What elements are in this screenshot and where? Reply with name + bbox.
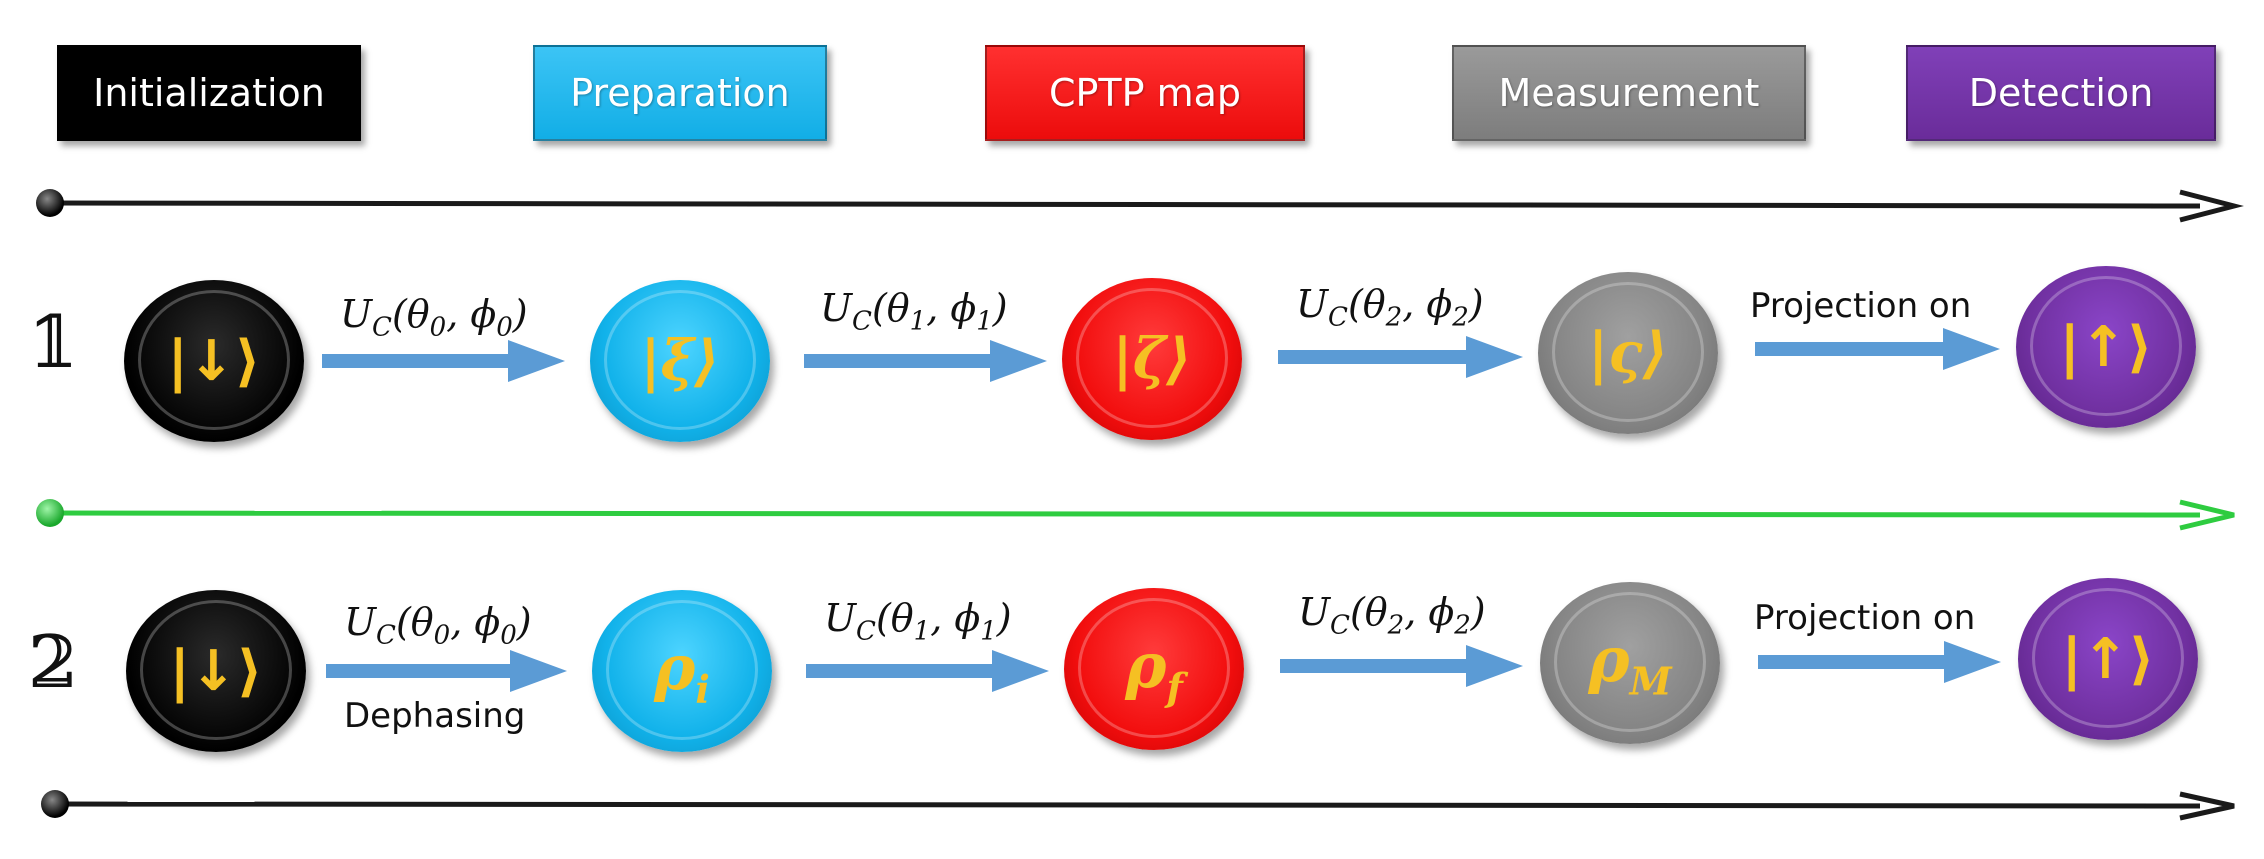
row2-operation-1: UC(θ0, ϕ0) <box>344 600 532 651</box>
row1-operation-2: UC(θ1, ϕ1) <box>820 286 1008 337</box>
row1-projection-label: Projection on <box>1750 286 1972 326</box>
row2-node-rho-m: ρM <box>1540 582 1720 744</box>
row2-arrow-4 <box>1758 641 2001 683</box>
stage-label: Preparation <box>570 71 790 115</box>
node-symbol: |ς⟩ <box>1587 320 1669 386</box>
stage-cptp-map: CPTP map <box>985 45 1305 141</box>
row1-node-initial-spin-down: |↓⟩ <box>124 280 304 442</box>
stage-label: Initialization <box>93 71 325 115</box>
stage-detection: Detection <box>1906 45 2216 141</box>
row1-operation-3: UC(θ2, ϕ2) <box>1296 282 1484 333</box>
row-1-number: 𝟙 <box>28 300 79 384</box>
row1-node-zeta: |ζ⟩ <box>1062 278 1242 440</box>
row1-node-varsigma: |ς⟩ <box>1538 272 1718 434</box>
row2-operation-3: UC(θ2, ϕ2) <box>1298 590 1486 641</box>
stage-preparation: Preparation <box>533 45 827 141</box>
timeline-top <box>36 189 2244 223</box>
stage-initialization: Initialization <box>57 45 361 141</box>
node-symbol: ρi <box>654 630 710 712</box>
node-symbol: |↓⟩ <box>167 328 261 394</box>
row2-node-initial-spin-down: |↓⟩ <box>126 590 306 752</box>
node-symbol: |ζ⟩ <box>1112 326 1192 392</box>
row2-node-rho-f: ρf <box>1064 588 1244 750</box>
stage-measurement: Measurement <box>1452 45 1806 141</box>
row1-operation-1: UC(θ0, ϕ0) <box>340 292 528 343</box>
stage-label: Detection <box>1968 71 2154 115</box>
stage-label: CPTP map <box>1048 71 1242 115</box>
row-2-number: 𝟚 <box>28 620 79 704</box>
timeline-bottom <box>41 790 2235 821</box>
row2-operation-2: UC(θ1, ϕ1) <box>824 596 1012 647</box>
row1-arrow-4 <box>1755 328 2000 370</box>
row1-arrow-3 <box>1278 336 1523 378</box>
row2-arrow-1 <box>326 650 567 692</box>
node-symbol: |↑⟩ <box>2061 626 2155 692</box>
row2-node-rho-i: ρi <box>592 590 772 752</box>
node-symbol: |ξ⟩ <box>640 328 720 394</box>
row1-node-spin-up: |↑⟩ <box>2016 266 2196 428</box>
row2-arrow-3 <box>1280 645 1523 687</box>
node-symbol: ρM <box>1588 622 1672 704</box>
stage-label: Measurement <box>1498 71 1760 115</box>
row2-arrow-2 <box>806 650 1049 692</box>
row2-projection-label: Projection on <box>1754 598 1976 638</box>
row2-node-spin-up: |↑⟩ <box>2018 578 2198 740</box>
node-symbol: |↓⟩ <box>169 638 263 704</box>
timeline-middle <box>36 499 2235 531</box>
row2-dephasing-label: Dephasing <box>344 696 526 736</box>
row1-node-xi: |ξ⟩ <box>590 280 770 442</box>
row1-arrow-1 <box>322 340 565 382</box>
row1-arrow-2 <box>804 340 1047 382</box>
node-symbol: |↑⟩ <box>2059 314 2153 380</box>
node-symbol: ρf <box>1125 628 1183 710</box>
